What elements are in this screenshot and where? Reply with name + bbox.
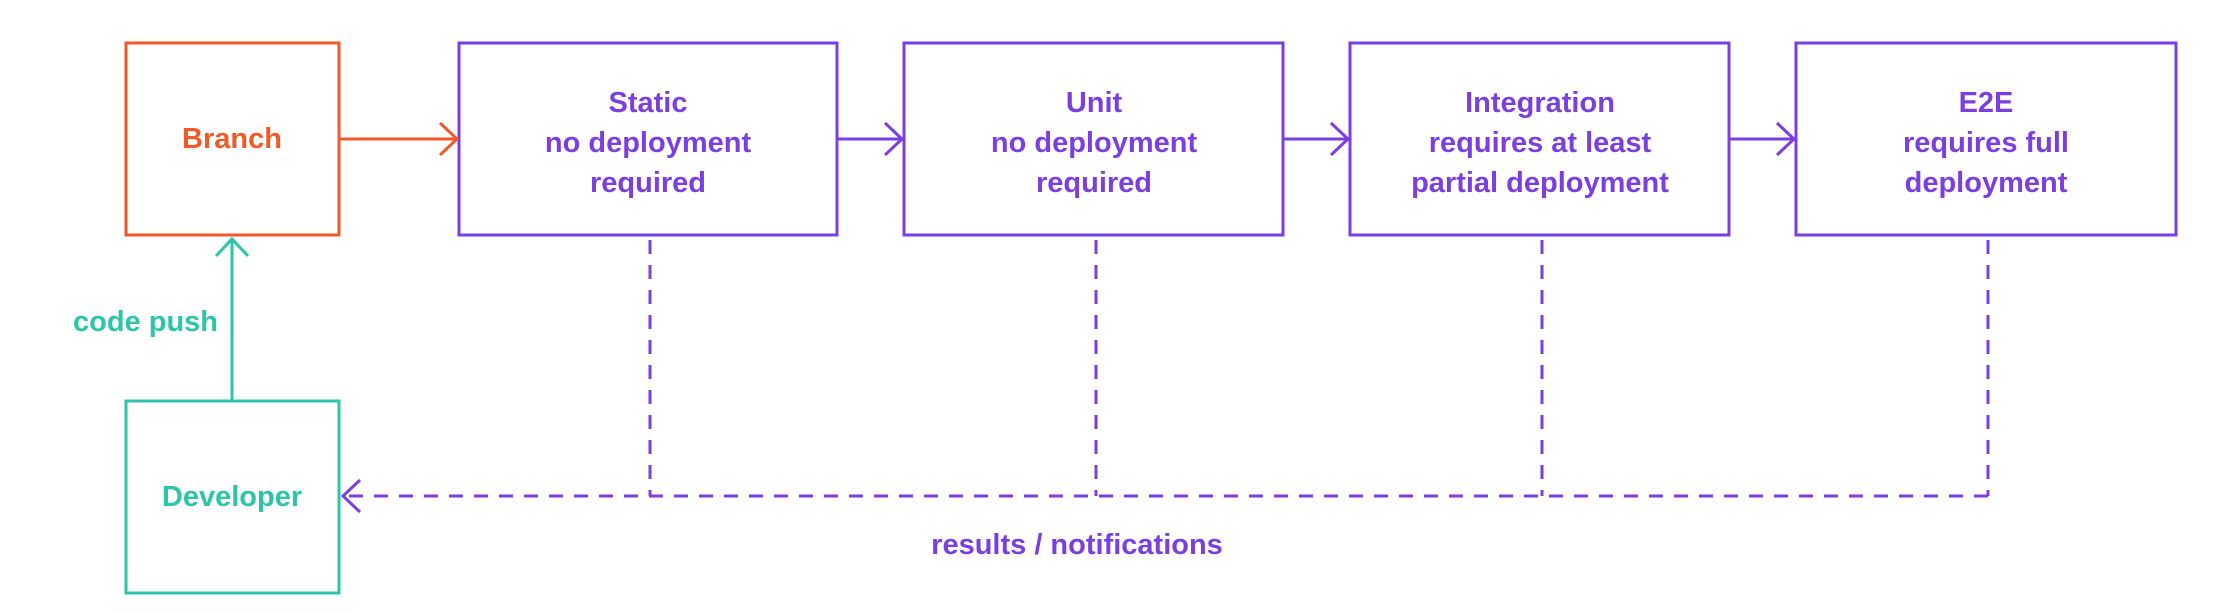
- stage-static-line1: no deployment: [545, 127, 752, 159]
- unit-to-integration-arrow: [1283, 121, 1351, 157]
- stage-unit-title: Unit: [1066, 87, 1123, 119]
- developer-node: Developer: [124, 399, 341, 595]
- stage-e2e-line2: deployment: [1905, 167, 2068, 199]
- branch-node: Branch: [124, 41, 341, 237]
- results-arrowhead: [340, 478, 362, 514]
- stage-e2e-line1: requires full: [1903, 127, 2069, 159]
- developer-label: Developer: [162, 481, 302, 513]
- branch-label: Branch: [182, 123, 282, 155]
- stage-e2e-title: E2E: [1959, 87, 2014, 119]
- stage-integration-line1: requires at least: [1429, 127, 1652, 159]
- static-to-unit-arrow: [837, 121, 905, 157]
- stage-unit-line2: required: [1036, 167, 1152, 199]
- stage-static-line2: required: [590, 167, 706, 199]
- results-notifications-label: results / notifications: [931, 529, 1223, 561]
- code-push-arrow: [214, 236, 250, 401]
- stage-integration-line2: partial deployment: [1411, 167, 1669, 199]
- stage-integration-title: Integration: [1465, 87, 1615, 119]
- branch-to-static-arrow: [339, 121, 460, 157]
- stage-integration: Integration requires at least partial de…: [1348, 41, 1731, 237]
- stage-e2e: E2E requires full deployment: [1794, 41, 2178, 237]
- stage-static-title: Static: [609, 87, 688, 119]
- stage-unit: Unit no deployment required: [902, 41, 1285, 237]
- stage-static: Static no deployment required: [457, 41, 839, 237]
- feedback-dashes: [346, 240, 1990, 498]
- stage-unit-line1: no deployment: [991, 127, 1198, 159]
- integration-to-e2e-arrow: [1729, 121, 1797, 157]
- code-push-label: code push: [73, 306, 218, 338]
